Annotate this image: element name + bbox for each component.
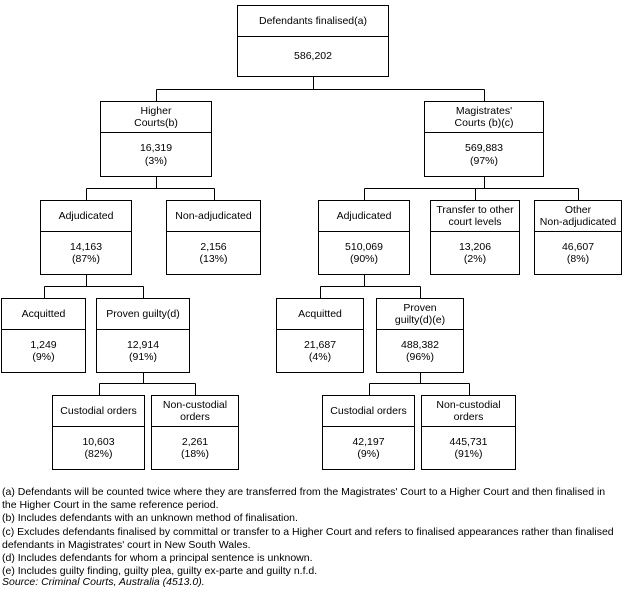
node-count: 569,883 [465, 142, 503, 154]
node-count: 10,603 [82, 435, 115, 448]
node-label: Non-adjudicated [167, 201, 260, 232]
footnote-d: (d) Includes defendants for whom a princ… [2, 552, 313, 565]
node-value: 46,607(8%) [535, 232, 621, 274]
node-count: 1,249 [30, 338, 57, 351]
node-count: 2,156 [200, 240, 227, 253]
node-label: Defendants finalised(a) [238, 6, 388, 37]
node-value: 16,319(3%) [101, 133, 211, 176]
node-percent: (4%) [308, 351, 332, 363]
node-count: 13,206 [458, 240, 492, 253]
node-label: Custodial orders [323, 396, 414, 427]
node-count: 16,319 [139, 142, 173, 154]
node-label: Magistrates' Courts (b)(c) [425, 102, 543, 133]
node-percent: (87%) [71, 253, 100, 265]
node-count: 2,261 [181, 435, 209, 448]
node-label: Acquitted [277, 299, 363, 330]
node-value: 2,261(18%) [152, 427, 238, 469]
node-value: 1,249(9%) [2, 330, 85, 372]
node-count: 14,163 [69, 240, 103, 253]
footnotes-block: (a) Defendants will be counted twice whe… [2, 486, 622, 578]
footnote-e: (e) Includes guilty finding, guilty plea… [2, 565, 318, 578]
node-value: 569,883(97%) [425, 133, 543, 176]
node-value: 12,914(91%) [97, 330, 189, 372]
footnote-c: (c) Excludes defendants finalised by com… [2, 525, 614, 551]
node-value: 510,069(90%) [319, 232, 409, 274]
node-value: 586,202 [238, 37, 388, 76]
node-count: 445,731 [449, 435, 488, 448]
node-label: Acquitted [2, 299, 85, 330]
footnote-b: (b) Includes defendants with an unknown … [2, 512, 298, 525]
node-value: 42,197(9%) [323, 427, 414, 469]
node-percent: (13%) [199, 253, 228, 265]
node-value: 10,603(82%) [53, 427, 144, 469]
node-percent: (3%) [144, 154, 168, 167]
node-label: Transfer to other court levels [431, 201, 519, 232]
node-percent: (18%) [180, 448, 209, 460]
node-value: 2,156(13%) [167, 232, 260, 274]
node-percent: (97%) [469, 154, 498, 167]
node-value: 13,206(2%) [431, 232, 519, 274]
node-value: 488,382(96%) [377, 330, 463, 372]
node-value: 445,731(91%) [422, 427, 515, 469]
node-percent: (9%) [32, 351, 55, 363]
node-count: 510,069 [345, 240, 383, 253]
node-percent: (82%) [84, 448, 113, 460]
node-count: 586,202 [294, 50, 332, 63]
node-percent: (90%) [349, 253, 378, 265]
node-label: Adjudicated [319, 201, 409, 232]
node-root: Defendants finalised(a) 586,202 [237, 5, 389, 77]
node-m-guilty: Proven guilty(d)(e)488,382(96%) [376, 298, 464, 373]
node-percent: (2%) [463, 253, 487, 265]
node-percent: (91%) [128, 351, 157, 363]
footnote-a: (a) Defendants will be counted twice whe… [2, 486, 606, 512]
node-count: 46,607 [561, 240, 595, 253]
node-label: Custodial orders [53, 396, 144, 427]
node-percent: (8%) [566, 253, 590, 265]
node-percent: (96%) [405, 351, 434, 363]
node-label: Proven guilty(d) [97, 299, 189, 330]
node-percent: (91%) [454, 448, 483, 460]
node-count: 488,382 [401, 338, 439, 351]
source-line: Source: Criminal Courts, Australia (4513… [2, 576, 205, 588]
node-label: Non-custodial orders [422, 396, 515, 427]
node-label: Higher Courts(b) [101, 102, 211, 133]
node-label: Adjudicated [41, 201, 131, 232]
node-higher: Higher Courts(b)16,319(3%) [100, 101, 212, 177]
node-label: Non-custodial orders [152, 396, 238, 427]
node-label: Proven guilty(d)(e) [377, 299, 463, 330]
node-magistrates: Magistrates' Courts (b)(c)569,883(97%) [424, 101, 544, 177]
node-percent: (9%) [357, 448, 380, 460]
node-value: 14,163(87%) [41, 232, 131, 274]
node-value: 21,687(4%) [277, 330, 363, 372]
node-label: Other Non-adjudicated [535, 201, 621, 232]
node-count: 42,197 [352, 435, 385, 448]
node-h-guilty: Proven guilty(d)12,914(91%) [96, 298, 190, 373]
node-count: 12,914 [126, 338, 160, 351]
node-count: 21,687 [303, 338, 337, 351]
